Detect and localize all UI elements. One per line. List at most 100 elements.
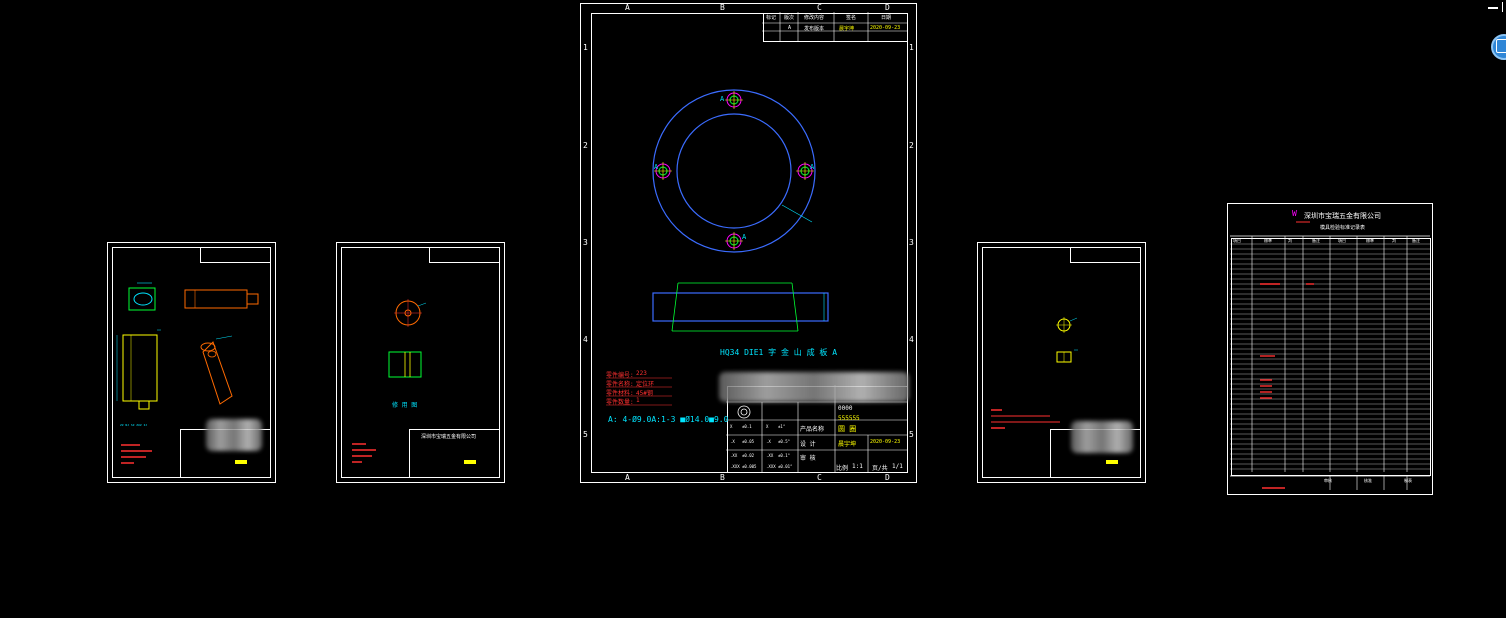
tol-r1-c2: ±0.1 <box>742 424 752 429</box>
note-material-value: 45#钢 <box>636 390 653 397</box>
hole-label-left: A <box>654 163 659 171</box>
form-logo-icon: W <box>1292 209 1297 218</box>
tol-r2-c2: ±0.05 <box>742 439 755 444</box>
col-marker-d-top: D <box>885 3 890 12</box>
tol-r4-c4: ±0.01° <box>778 464 793 469</box>
tol-r4-c3: .XXX <box>766 464 776 469</box>
revision-version: A <box>788 25 792 31</box>
sheet-2-company-name: 深圳市宝瑞五金有限公司 <box>421 434 477 440</box>
tol-r3-c4: ±0.1° <box>778 453 791 458</box>
col-marker-c-bottom: C <box>817 473 822 482</box>
hole-label-top: A <box>720 95 725 103</box>
revision-header-sign: 签名 <box>846 15 857 21</box>
drawing-sheet-main[interactable] <box>580 3 917 483</box>
row-marker-2-left: 2 <box>583 141 588 150</box>
ring-side-view <box>652 292 829 322</box>
sheet-1-note: ZZ NJ SZ ZUZ IJ <box>120 423 148 427</box>
designer-label: 设 计 <box>800 441 816 448</box>
tol-r3-c3: .XX <box>766 453 774 458</box>
note-qty-value: 1 <box>636 397 640 404</box>
hole-label-bottom: A <box>742 233 747 241</box>
row-marker-4-right: 4 <box>909 335 914 344</box>
sheet-1-revision-block <box>200 247 271 263</box>
drawing-sheet-4[interactable] <box>977 242 1146 483</box>
note-part-no-value: 223 <box>636 370 647 377</box>
form-header-2: 標準 <box>1264 238 1272 243</box>
sheet-4-blurred-region <box>1071 421 1133 453</box>
tol-r4-c1: .XXX <box>730 464 740 469</box>
row-marker-5-right: 5 <box>909 430 914 439</box>
tol-r2-c4: ±0.5° <box>778 439 791 444</box>
row-marker-5-left: 5 <box>583 430 588 439</box>
note-part-name-label: 零件名称: <box>606 381 634 388</box>
hole-note: A: 4-Ø9.0A:1-3 ■Ø14.0■9.0 <box>608 415 729 424</box>
form-footer-approve: 核准 <box>1364 478 1372 483</box>
note-part-no-label: 零件编号: <box>606 372 634 379</box>
tol-r3-c2: ±0.02 <box>742 453 755 458</box>
inspection-form-sheet[interactable] <box>1227 203 1433 495</box>
hole-label-right: A <box>810 163 815 171</box>
part-caption: HQ34 DIE1 字 金 山 成 板 A <box>720 348 838 357</box>
note-qty-label: 零件数量: <box>606 399 634 406</box>
product-number: 555555 <box>838 415 860 422</box>
sheet-label: 页/共 <box>872 465 888 472</box>
design-date: 2020-09-23 <box>870 439 901 445</box>
col-marker-b-top: B <box>720 3 725 12</box>
drawing-sheet-1[interactable]: ZZ NJ SZ ZUZ IJ <box>107 242 276 483</box>
tol-r1-c4: ±1° <box>778 424 786 429</box>
tol-r4-c2: ±0.005 <box>742 464 757 469</box>
sheet-2-caption: 修 用 图 <box>392 402 418 409</box>
col-marker-b-bottom: B <box>720 473 725 482</box>
form-header-1: 項目 <box>1233 238 1241 243</box>
col-marker-a-top: A <box>625 3 630 12</box>
revision-header-version: 版次 <box>784 15 795 21</box>
main-revision-block <box>763 13 908 42</box>
note-material-label: 零件材料: <box>606 390 634 397</box>
inner-ring-circle <box>676 113 792 229</box>
row-marker-2-right: 2 <box>909 141 914 150</box>
form-header-4: 备注 <box>1312 238 1320 243</box>
col-marker-c-top: C <box>817 3 822 12</box>
form-company-name: 深圳市宝瑞五金有限公司 <box>1304 212 1381 220</box>
cloud-sync-icon[interactable] <box>1491 34 1506 60</box>
row-marker-3-right: 3 <box>909 238 914 247</box>
col-marker-d-bottom: D <box>885 473 890 482</box>
drawing-sheet-2[interactable]: 深圳市宝瑞五金有限公司 修 用 图 <box>336 242 505 483</box>
revision-signer: 晨宇坤 <box>839 26 855 32</box>
form-header-5: 項目 <box>1338 238 1346 243</box>
tol-r2-c3: .X <box>766 439 771 444</box>
outer-ring-circle <box>652 89 816 253</box>
revision-header-content: 修改内容 <box>804 15 825 21</box>
main-blurred-region <box>719 372 909 402</box>
revision-header-mark: 标记 <box>766 15 777 21</box>
sheet-1-blurred-region <box>206 419 262 451</box>
tol-r2-c1: .X <box>730 439 735 444</box>
window-edge-icon <box>1502 2 1506 12</box>
tol-r1-c3: X <box>766 424 769 429</box>
product-label: 产品名称 <box>800 426 825 433</box>
designer-name: 晨宇坤 <box>838 441 857 448</box>
form-header-3: 判 <box>1288 238 1292 243</box>
sheet-2-title-block <box>409 429 500 478</box>
scale-value: 1:1 <box>852 463 863 470</box>
mounting-holes <box>654 91 814 250</box>
sheet-4-revision-block <box>1070 247 1141 263</box>
scale-label: 比例 <box>836 465 849 472</box>
form-header-8: 备注 <box>1412 238 1420 243</box>
minimize-icon[interactable] <box>1488 7 1498 9</box>
row-marker-3-left: 3 <box>583 238 588 247</box>
sheet-2-revision-block <box>429 247 500 263</box>
revision-header-date: 日期 <box>881 15 892 21</box>
form-header-6: 標準 <box>1366 238 1374 243</box>
form-title: 模具检验标准记录表 <box>1320 225 1366 231</box>
form-footer-prepare: 制表 <box>1404 478 1412 483</box>
tol-r3-c1: .XX <box>730 453 738 458</box>
form-header-7: 判 <box>1392 238 1396 243</box>
form-frame <box>1231 238 1431 476</box>
